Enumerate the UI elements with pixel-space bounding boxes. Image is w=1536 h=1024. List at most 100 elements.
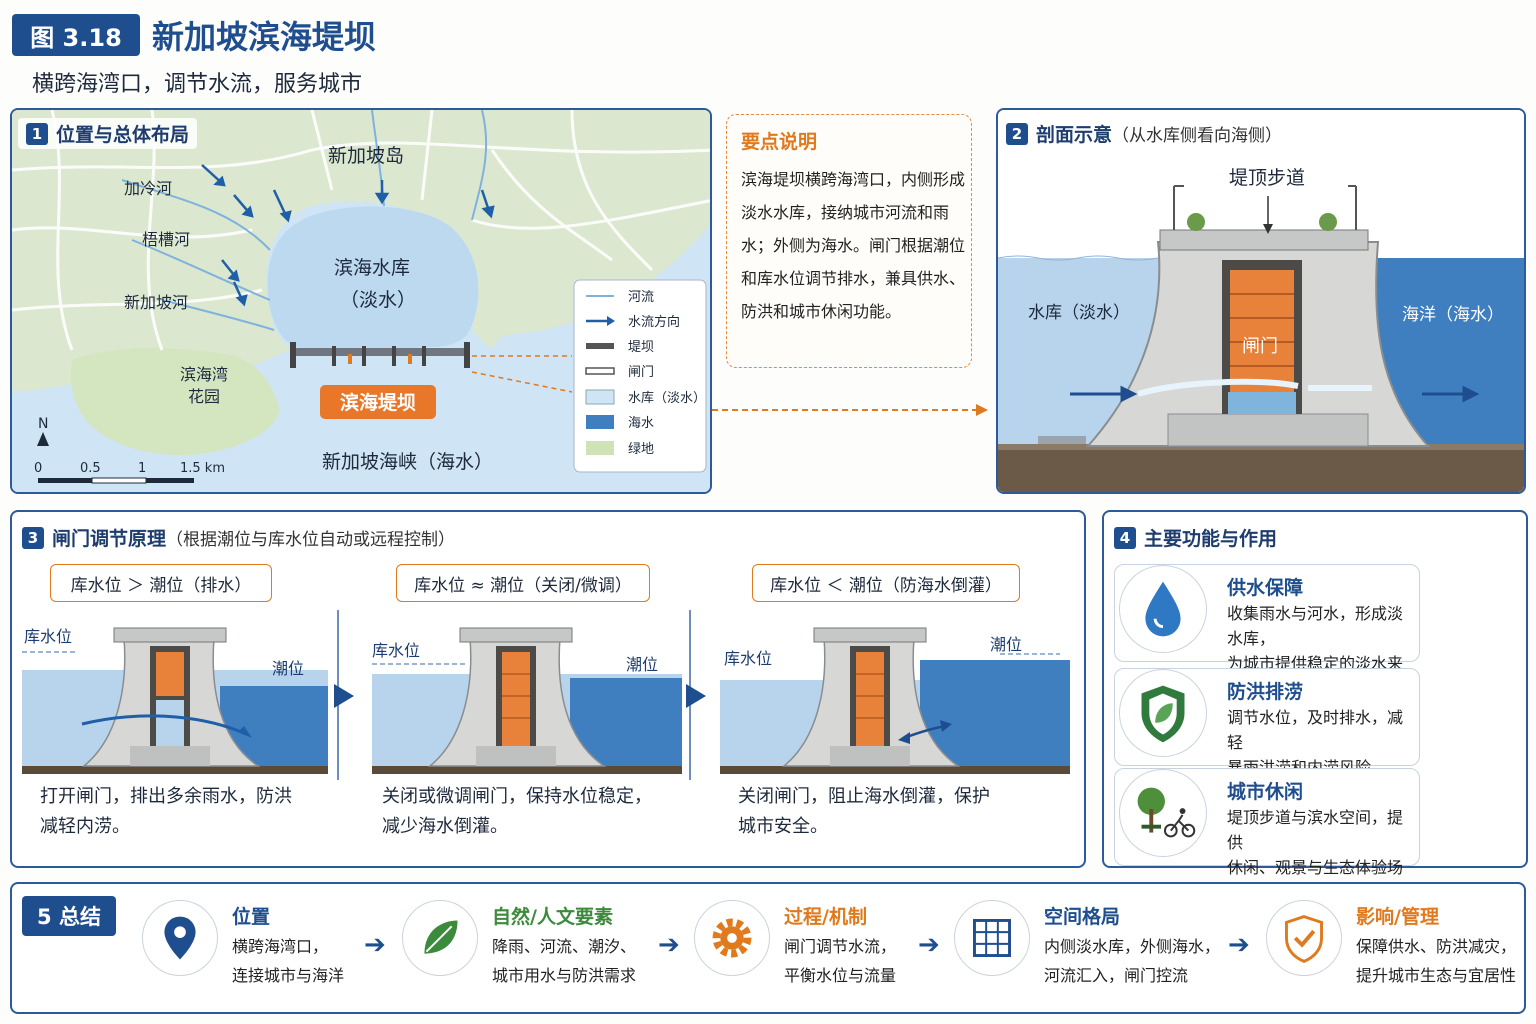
barrage-label-box bbox=[320, 385, 436, 419]
water-drop-icon bbox=[1119, 565, 1207, 653]
svg-text:库水位: 库水位 bbox=[724, 649, 772, 668]
key-points-body: 滨海堤坝横跨海湾口，内侧形成淡水水库，接纳城市河流和雨水；外侧为海水。闸门根据潮… bbox=[741, 170, 966, 321]
scale-bar: 0 0.5 1 1.5 km bbox=[34, 461, 225, 484]
tree-bike-icon bbox=[1119, 769, 1207, 857]
barrage-structure bbox=[290, 342, 470, 368]
scenario-1-description: 打开闸门，排出多余雨水，防洪减轻内涝。 bbox=[40, 786, 292, 837]
summary-arrow-icon: ➔ bbox=[658, 930, 680, 960]
garden-label-1: 滨海湾 bbox=[180, 365, 228, 384]
panel3-number: 3 bbox=[22, 526, 44, 549]
svg-text:潮位: 潮位 bbox=[272, 659, 304, 678]
cross-section-diagram: 堤顶步道 水库（淡水） 海洋（海水） 闸门 bbox=[998, 110, 1524, 492]
svg-text:库水位: 库水位 bbox=[24, 627, 72, 646]
svg-text:绿地: 绿地 bbox=[628, 442, 654, 457]
svg-text:1: 1 bbox=[138, 461, 146, 476]
next-arrow-icon bbox=[334, 684, 354, 708]
garden-label-2: 花园 bbox=[188, 387, 220, 406]
condition-box-1: 库水位 ＞ 潮位（排水） bbox=[50, 564, 272, 602]
gate bbox=[1230, 270, 1294, 392]
svg-text:潮位: 潮位 bbox=[626, 655, 658, 674]
leaf-icon bbox=[402, 900, 478, 976]
garden-area bbox=[71, 348, 281, 456]
svg-text:河流: 河流 bbox=[628, 290, 654, 305]
panel2-number: 2 bbox=[1006, 122, 1028, 145]
tree-icon bbox=[1187, 213, 1205, 231]
figure-badge: 图 3.18 bbox=[12, 14, 140, 56]
function-card-water-supply: 供水保障 收集雨水与河水，形成淡水库，为城市提供稳定的淡水来源。 bbox=[1114, 564, 1420, 698]
svg-text:海水: 海水 bbox=[628, 416, 654, 431]
map-legend: 河流 水流方向 堤坝 闸门 水库（淡水） 海水 绿地 bbox=[573, 279, 707, 473]
function-card-flood-control: 防洪排涝 调节水位，及时排水，减轻暴雨洪涝和内涝风险。 bbox=[1114, 668, 1420, 777]
svg-text:库水位: 库水位 bbox=[372, 641, 420, 660]
scenario-1-diagram: 库水位 潮位 bbox=[22, 627, 328, 774]
gate-label: 闸门 bbox=[1242, 336, 1278, 357]
river-label-singapore: 新加坡河 bbox=[124, 293, 188, 312]
svg-text:水流方向: 水流方向 bbox=[628, 314, 680, 330]
river-label-kallang: 加冷河 bbox=[124, 179, 172, 198]
svg-text:0: 0 bbox=[34, 461, 42, 476]
shield-leaf-icon bbox=[1119, 669, 1207, 757]
land-area bbox=[12, 110, 710, 392]
panel3-title: 闸门调节原理 bbox=[52, 528, 167, 550]
panel1-number: 1 bbox=[26, 122, 48, 145]
island-label: 新加坡岛 bbox=[328, 145, 404, 167]
gear-icon bbox=[694, 900, 770, 976]
walkway-label: 堤顶步道 bbox=[1229, 167, 1305, 189]
condition-box-3: 库水位 ＜ 潮位（防海水倒灌） bbox=[752, 564, 1020, 602]
scenario-2-diagram: 库水位 潮位 bbox=[372, 627, 682, 774]
summary-arrow-icon: ➔ bbox=[918, 930, 940, 960]
svg-text:1.5 km: 1.5 km bbox=[180, 461, 225, 476]
panel2-header: 2 剖面示意 （从水库侧看向海侧） bbox=[1006, 120, 1282, 147]
key-points-box: 要点说明 滨海堤坝横跨海湾口，内侧形成淡水水库，接纳城市河流和雨水；外侧为海水。… bbox=[726, 114, 972, 368]
function-title: 供水保障 bbox=[1227, 577, 1304, 599]
river-label-rochor: 梧槽河 bbox=[142, 230, 190, 249]
svg-text:闸门: 闸门 bbox=[628, 365, 654, 380]
panel4-header: 4 主要功能与作用 bbox=[1114, 524, 1277, 551]
svg-text:N: N bbox=[38, 416, 48, 432]
strait-label: 新加坡海峡（海水） bbox=[322, 451, 493, 473]
page-title: 新加坡滨海堤坝 bbox=[152, 18, 377, 56]
next-arrow-icon bbox=[686, 684, 706, 708]
north-arrow-icon: N bbox=[37, 416, 49, 446]
summary-badge: 5 总结 bbox=[22, 896, 116, 936]
panel3-note: （根据潮位与库水位自动或远程控制） bbox=[166, 530, 456, 550]
page-subtitle: 横跨海湾口，调节水流，服务城市 bbox=[32, 72, 363, 97]
panel2-title: 剖面示意 bbox=[1036, 124, 1113, 146]
svg-text:堤坝: 堤坝 bbox=[628, 340, 654, 355]
panel-cross-section: 堤顶步道 水库（淡水） 海洋（海水） 闸门 2 剖面示意 （从水库侧看向海侧） bbox=[996, 108, 1526, 494]
summary-arrow-icon: ➔ bbox=[1228, 930, 1250, 960]
summary-arrow-icon: ➔ bbox=[364, 930, 386, 960]
scenario-2-description: 关闭或微调闸门，保持水位稳定，减少海水倒灌。 bbox=[382, 786, 652, 837]
panel4-number: 4 bbox=[1114, 526, 1136, 549]
location-map: 滨海堤坝 新加坡岛 滨海水库 （淡水） 加冷河 梧槽河 新加坡河 滨海湾 花园 … bbox=[12, 110, 710, 492]
barrage-label: 滨海堤坝 bbox=[340, 391, 416, 414]
reservoir-label: 滨海水库 bbox=[334, 257, 410, 279]
function-title: 防洪排涝 bbox=[1227, 681, 1304, 703]
reservoir-side-label: 水库（淡水） bbox=[1028, 303, 1130, 323]
svg-text:潮位: 潮位 bbox=[990, 635, 1022, 654]
panel1-header: 1 位置与总体布局 bbox=[18, 118, 198, 149]
reservoir-area bbox=[267, 206, 479, 348]
function-title: 城市休闲 bbox=[1227, 781, 1304, 803]
scenario-3-diagram: 库水位 潮位 bbox=[720, 627, 1070, 774]
grid-icon bbox=[954, 900, 1030, 976]
key-points-title: 要点说明 bbox=[741, 131, 818, 153]
connector-arrow bbox=[712, 404, 988, 416]
svg-text:水库（淡水）: 水库（淡水） bbox=[628, 390, 706, 406]
panel2-note: （从水库侧看向海侧） bbox=[1112, 126, 1283, 146]
scenario-3-description: 关闭闸门，阻止海水倒灌，保护城市安全。 bbox=[738, 786, 990, 837]
condition-box-2: 库水位 ≈ 潮位（关闭/微调） bbox=[396, 564, 650, 602]
seabed bbox=[998, 444, 1524, 492]
tree-icon bbox=[1319, 213, 1337, 231]
sea-side-label: 海洋（海水） bbox=[1402, 305, 1504, 325]
location-pin-icon bbox=[142, 900, 218, 976]
gate-scenarios: 库水位 潮位 库水位 潮位 库水位 潮位 bbox=[22, 610, 1070, 780]
shield-check-icon bbox=[1266, 900, 1342, 976]
reservoir-sublabel: （淡水） bbox=[340, 289, 416, 311]
panel4-title: 主要功能与作用 bbox=[1144, 528, 1278, 550]
svg-text:0.5: 0.5 bbox=[80, 461, 101, 476]
panel-location-map: 滨海堤坝 新加坡岛 滨海水库 （淡水） 加冷河 梧槽河 新加坡河 滨海湾 花园 … bbox=[10, 108, 712, 494]
panel3-header: 3 闸门调节原理 （根据潮位与库水位自动或远程控制） bbox=[22, 524, 455, 551]
panel1-title: 位置与总体布局 bbox=[56, 124, 190, 146]
